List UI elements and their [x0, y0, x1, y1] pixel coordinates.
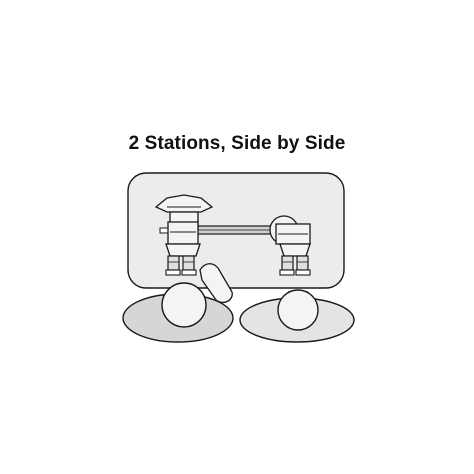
person-right	[239, 289, 355, 343]
person-right-head	[277, 289, 319, 331]
person-left-head	[161, 282, 207, 328]
microscope-right	[269, 215, 311, 276]
diagram-title: 2 Stations, Side by Side	[128, 133, 346, 154]
person-left-arm	[199, 263, 233, 304]
microscope-left	[154, 194, 214, 276]
person-left	[122, 263, 234, 343]
